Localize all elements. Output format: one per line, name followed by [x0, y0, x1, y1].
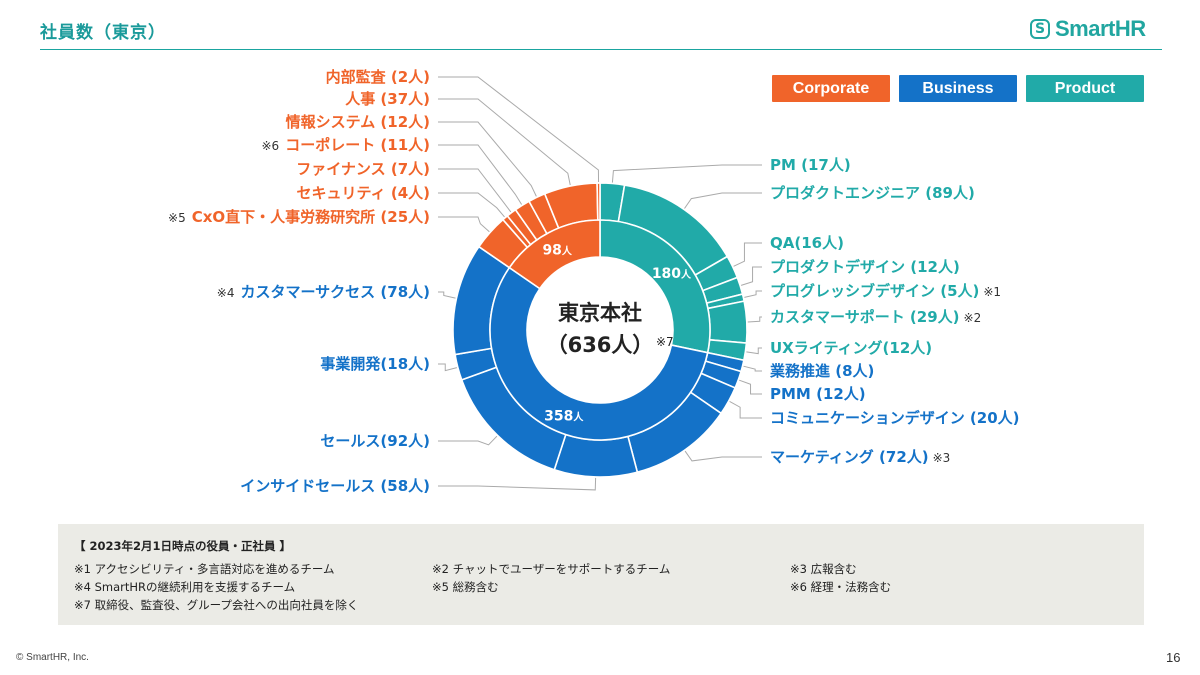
- leader-line: [684, 450, 762, 462]
- leader-line: [739, 379, 762, 395]
- footnote-7: ※7 取締役、監査役、グループ会社への出向社員を除く: [74, 598, 359, 612]
- segment-label: インサイドセールス (58人): [240, 477, 430, 495]
- leader-line: [438, 435, 498, 446]
- segment-label: カスタマーサポート (29人): [770, 308, 960, 326]
- segment-label: カスタマーサクセス (78人): [240, 283, 430, 301]
- legend-product: Product: [1026, 75, 1144, 102]
- segment-label: プロダクトエンジニア (89人): [770, 184, 975, 202]
- outer-slice: [596, 182, 601, 221]
- footnote-box: 【 2023年2月1日時点の役員・正社員 】 ※1 アクセシビリティ・多言語対応…: [58, 524, 1144, 625]
- footnote-2: ※2 チャットでユーザーをサポートするチーム: [432, 562, 671, 576]
- footnote-6: ※6 経理・法務含む: [790, 580, 892, 594]
- segment-label: コーポレート (11人): [285, 136, 430, 154]
- leader-line: [438, 291, 456, 299]
- segment-note: ※2: [964, 311, 982, 325]
- segment-label: マーケティング (72人): [770, 448, 929, 466]
- segment-note: ※6: [261, 139, 279, 153]
- leader-line: [743, 365, 762, 372]
- leader-line: [729, 401, 762, 419]
- segment-label: UXライティング(12人): [770, 339, 932, 357]
- leader-line: [438, 477, 597, 491]
- leader-line: [438, 168, 512, 213]
- segment-label: PMM (12人): [770, 385, 866, 403]
- footnote-1: ※1 アクセシビリティ・多言語対応を進めるチーム: [74, 562, 335, 576]
- inner-value-label-business: 358人: [544, 409, 584, 425]
- segment-label: プロダクトデザイン (12人): [770, 258, 960, 276]
- inner-value-label-corporate: 98人: [542, 243, 572, 259]
- segment-label: QA(16人): [770, 234, 844, 252]
- segment-note: ※1: [983, 285, 1001, 299]
- segment-label: ファイナンス (7人): [296, 160, 430, 178]
- outer-slice: [553, 433, 639, 478]
- center-total: （636人）: [547, 333, 654, 357]
- segment-note: ※3: [933, 451, 951, 465]
- segment-label: 情報システム (12人): [286, 113, 430, 131]
- leader-line: [611, 164, 762, 183]
- smarthr-logo-icon: S: [1030, 19, 1050, 39]
- segment-label: セールス(92人): [320, 432, 430, 450]
- leader-line: [746, 347, 762, 355]
- footnote-title: 【 2023年2月1日時点の役員・正社員 】: [74, 539, 292, 553]
- copyright: © SmartHR, Inc.: [16, 652, 89, 663]
- segment-label: セキュリティ (4人): [297, 184, 430, 202]
- page-number: 16: [1166, 650, 1181, 665]
- inner-value-label-product: 180人: [652, 266, 692, 282]
- segment-label: 内部監査 (2人): [326, 68, 430, 86]
- title-divider: [40, 49, 1162, 50]
- segment-label: コミュニケーションデザイン (20人): [770, 409, 1020, 427]
- inner-slice-corporate: [508, 219, 601, 290]
- leader-line: [438, 363, 457, 372]
- leader-line: [733, 242, 762, 267]
- segment-label: PM (17人): [770, 156, 851, 174]
- inner-slice-business: [489, 266, 709, 441]
- outer-slice: [706, 300, 748, 344]
- page-title: 社員数（東京）: [40, 23, 166, 43]
- segment-label: 事業開発(18人): [320, 355, 430, 373]
- center-note: ※7: [656, 335, 674, 349]
- leader-line: [438, 76, 600, 183]
- leader-line: [438, 144, 523, 205]
- footnote-4: ※4 SmartHRの継続利用を支援するチーム: [74, 580, 296, 594]
- leader-line: [740, 266, 762, 286]
- segment-note: ※4: [217, 286, 235, 300]
- smarthr-logo-text: SmartHR: [1055, 16, 1146, 41]
- footnote-5: ※5 総務含む: [432, 580, 499, 594]
- center-label: 東京本社: [558, 301, 642, 325]
- footnote-3: ※3 広報含む: [790, 562, 857, 576]
- smarthr-logo: S SmartHR: [1030, 16, 1146, 42]
- leader-line: [438, 121, 537, 197]
- segment-label: 人事 (37人): [345, 90, 430, 108]
- leader-line: [438, 192, 505, 218]
- segment-note: ※5: [168, 211, 186, 225]
- leader-line: [438, 98, 571, 186]
- segment-label: 業務推進 (8人): [769, 362, 874, 380]
- legend-corporate: Corporate: [772, 75, 890, 102]
- leader-line: [747, 316, 762, 323]
- segment-label: プログレッシブデザイン (5人): [770, 282, 979, 300]
- leader-line: [684, 192, 762, 209]
- segment-label: CxO直下・人事労務研究所 (25人): [192, 208, 430, 226]
- legend-business: Business: [899, 75, 1017, 102]
- leader-line: [438, 216, 490, 233]
- leader-line: [744, 290, 762, 298]
